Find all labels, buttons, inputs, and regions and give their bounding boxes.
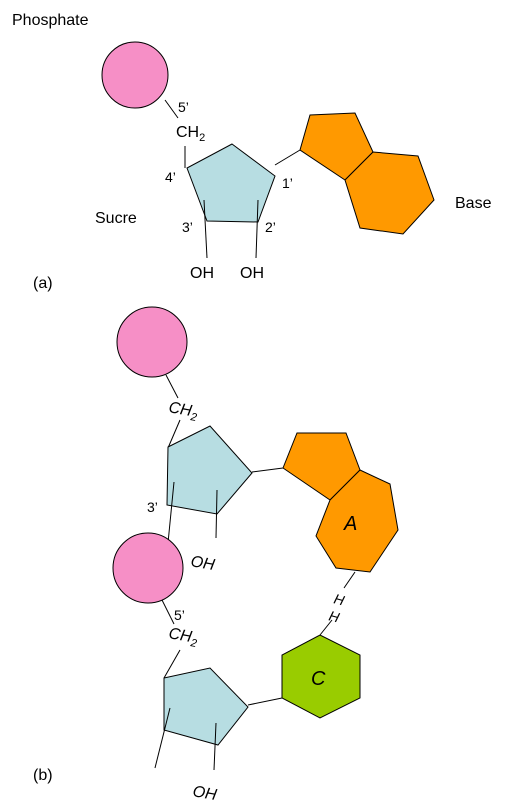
- h-bond-line-1: [343, 571, 356, 589]
- phosphate-ch2-bond-b-bottom: [161, 599, 175, 625]
- panel-label-a: (a): [33, 275, 53, 292]
- position-1-label-a: 1’: [282, 175, 293, 191]
- part-b: CH2 3’ OH A H H 5’ CH2 OH C (b): [33, 306, 399, 804]
- ch2-label-b-top: CH2: [167, 399, 199, 424]
- oh-label-b-bottom: OH: [191, 783, 218, 804]
- oh-right-label-a: OH: [240, 265, 264, 282]
- sugar-base-bond-b-bottom: [247, 697, 283, 706]
- phosphate-circle-b-bottom: [112, 532, 184, 604]
- position-4-label-a: 4’: [165, 169, 176, 185]
- sugar-pentagon-b-bottom: [163, 667, 249, 746]
- oh-label-b-top: OH: [189, 553, 216, 574]
- phosphate-ch2-bond-b-top: [165, 374, 179, 399]
- base-a-letter: A: [343, 513, 357, 535]
- base-pentagon-a: [299, 112, 374, 181]
- ch2-sugar-bond-b-top: [167, 419, 181, 449]
- h-bond-label-1: H: [332, 590, 347, 608]
- position-3-label-b: 3’: [147, 499, 158, 515]
- base-pentagon-b: [282, 432, 361, 501]
- base-hexagon-b: [315, 469, 399, 573]
- ch2-label-b-bottom: CH2: [167, 625, 199, 650]
- sugar-pentagon-a: [186, 143, 276, 223]
- base-label: Base: [455, 195, 492, 212]
- position-5-label-b: 5’: [174, 607, 185, 623]
- ch2-sugar-bond-b-bottom: [163, 649, 181, 679]
- phosphate-circle-a: [101, 41, 169, 109]
- sugar-label: Sucre: [95, 210, 137, 227]
- base-hexagon-c: [281, 634, 361, 719]
- oh-bond-b-top: [215, 489, 218, 539]
- panel-label-b: (b): [33, 767, 53, 784]
- sugar-pentagon-b-top: [166, 425, 253, 515]
- position-5-label-a: 5’: [178, 99, 189, 115]
- phosphate-label: Phosphate: [12, 12, 89, 29]
- oh-bond-right-a: [255, 199, 259, 259]
- sugar-tail-bond-b: [154, 707, 171, 769]
- sugar-base-bond-b-top: [251, 467, 284, 473]
- ch2-label-a: CH2: [176, 124, 205, 144]
- oh-bond-b-bottom: [213, 722, 217, 771]
- phosphate-circle-b-top: [116, 306, 188, 378]
- oh-left-label-a: OH: [190, 265, 214, 282]
- phosphate-ch2-bond-a: [164, 99, 179, 119]
- position-2-label-a: 2’: [265, 219, 276, 235]
- h-bond-line-2: [319, 619, 333, 636]
- oh-bond-left-a: [203, 199, 208, 259]
- base-c-letter: C: [311, 668, 326, 690]
- part-a: Phosphate 5’ CH2 4’ 3’ 2’ 1’ OH OH Sucre…: [12, 12, 492, 292]
- position-3-label-a: 3’: [182, 219, 193, 235]
- sugar-phosphate-bond-b: [167, 481, 175, 544]
- base-hexagon-a: [344, 151, 435, 235]
- sugar-base-bond-a: [274, 149, 301, 166]
